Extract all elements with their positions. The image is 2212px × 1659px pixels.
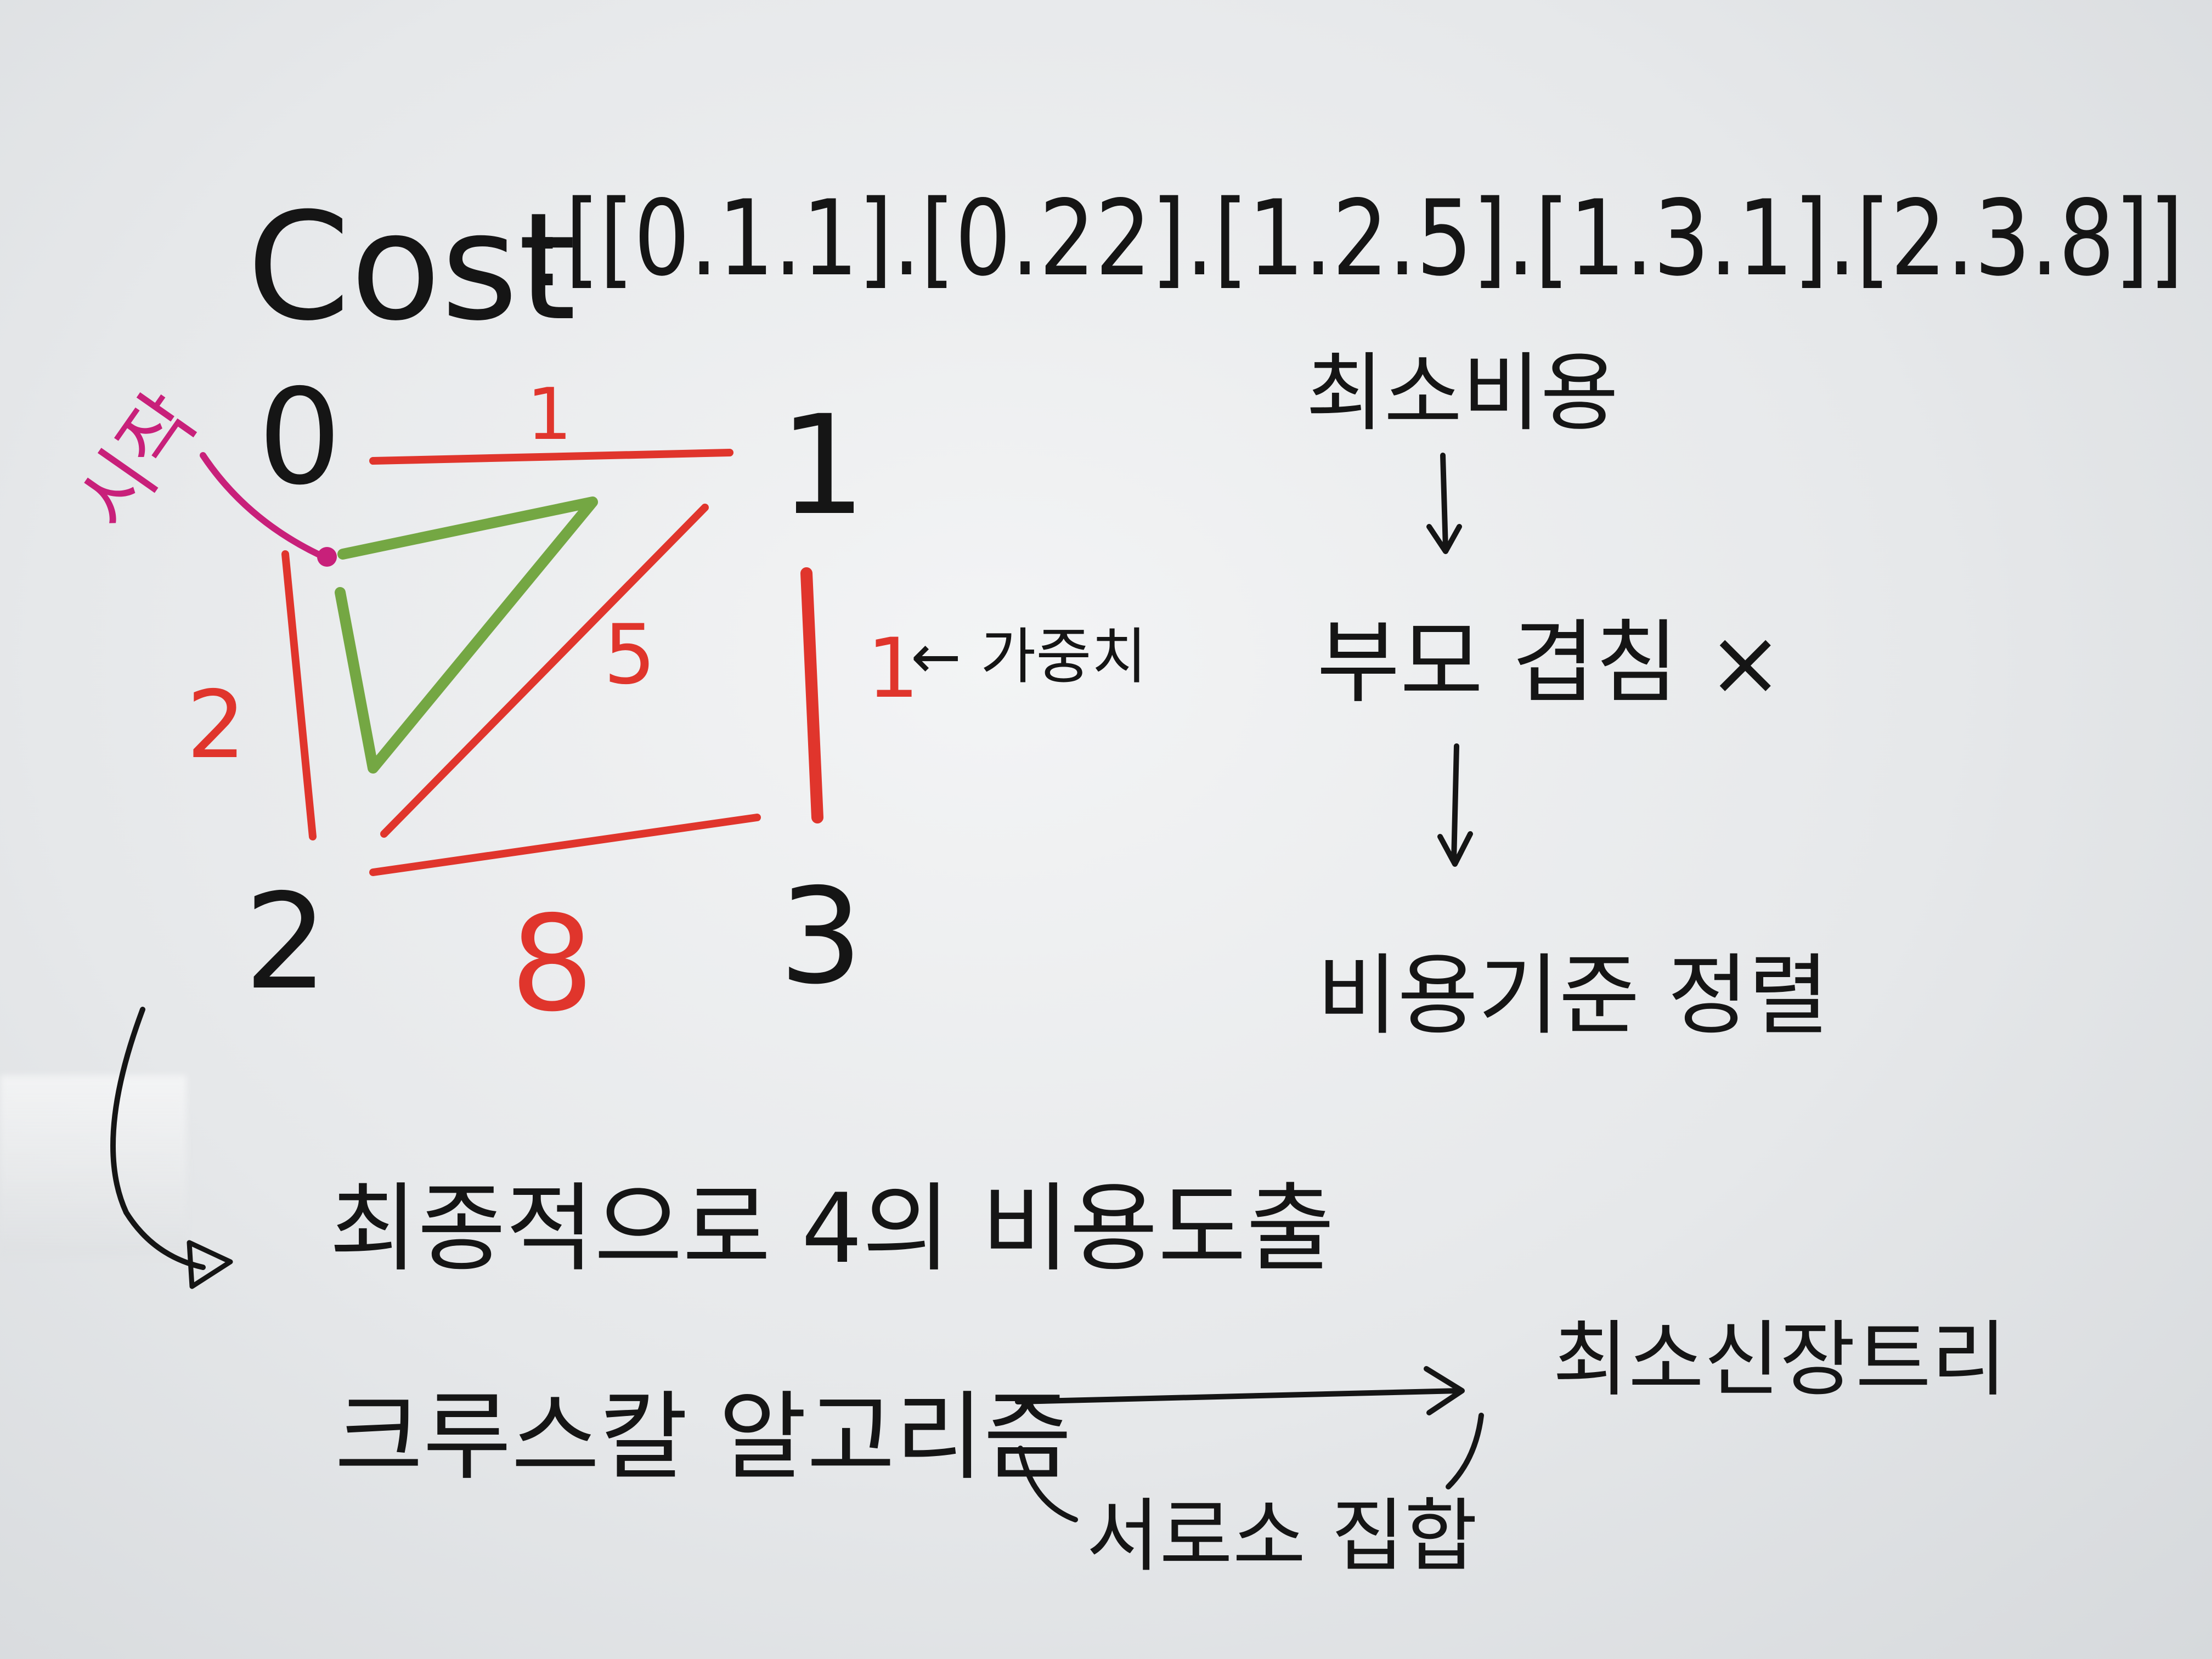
curved-arrowhead bbox=[187, 1240, 233, 1289]
weight-left: 2 bbox=[187, 671, 246, 780]
arrow-right bbox=[1015, 1366, 1465, 1415]
edge-top bbox=[369, 449, 733, 465]
bracket bbox=[1018, 1413, 1484, 1522]
step-sort-by-cost: 비용기준 정렬 bbox=[1317, 944, 1829, 1047]
edge-bottom bbox=[369, 814, 761, 876]
arrow-down-1 bbox=[1426, 453, 1462, 554]
start-arrowhead bbox=[317, 547, 337, 567]
window-reflection bbox=[0, 1075, 187, 1256]
weight-diagonal: 5 bbox=[603, 607, 656, 703]
cost-label: Cost bbox=[247, 180, 576, 353]
edge-right bbox=[800, 567, 823, 823]
result-text: 최종적으로 4의 비용도출 bbox=[329, 1173, 1335, 1285]
selected-path bbox=[335, 496, 598, 774]
weight-bottom: 8 bbox=[510, 887, 594, 1041]
node-1: 1 bbox=[779, 386, 866, 545]
node-0: 0 bbox=[258, 360, 342, 514]
cost-colon: : bbox=[532, 199, 563, 308]
curved-arrow bbox=[110, 1007, 206, 1270]
disjoint-set-label: 서로소 집합 bbox=[1086, 1490, 1477, 1583]
mst-label: 최소신장트리 bbox=[1553, 1312, 2007, 1408]
node-3: 3 bbox=[779, 860, 863, 1013]
start-label: 시작 bbox=[60, 377, 215, 545]
start-arrow bbox=[200, 452, 327, 560]
node-2: 2 bbox=[244, 865, 328, 1019]
weight-top: 1 bbox=[527, 373, 572, 456]
weight-right: 1 bbox=[867, 621, 919, 716]
step-min-cost: 최소비용 bbox=[1306, 343, 1618, 443]
arrow-down-2 bbox=[1437, 743, 1473, 867]
edge-left bbox=[281, 550, 317, 840]
cost-array: [[0.1.1].[0.22].[1.2.5].[1.3.1].[2.3.8]] bbox=[565, 178, 2183, 299]
step-no-parent-overlap: 부모 겹침 × bbox=[1317, 610, 1783, 715]
algorithm-name: 크루스칼 알고리즘 bbox=[335, 1382, 1072, 1493]
weight-annotation: ← 가중치 bbox=[911, 622, 1147, 692]
edge-diagonal bbox=[380, 504, 709, 838]
